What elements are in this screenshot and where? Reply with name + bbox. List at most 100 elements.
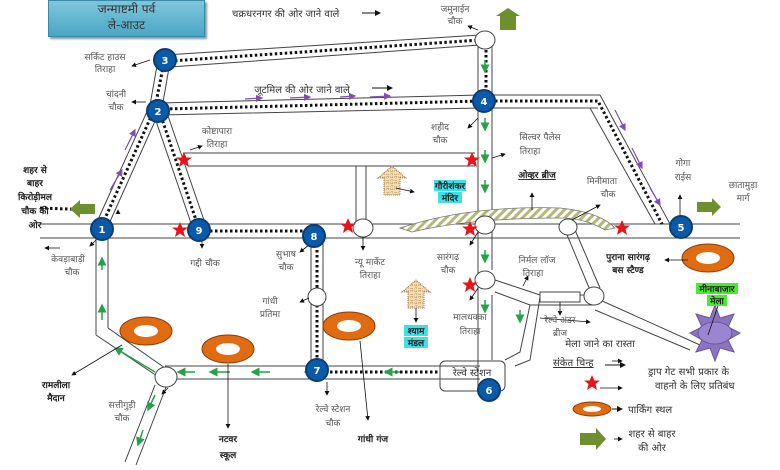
label-natwar: नटवर (218, 435, 238, 445)
legend-item-2: पार्किंग स्थल (628, 404, 672, 416)
legend-item-3-line-1: शहर से बाहर (628, 428, 676, 440)
label-silver-palace-2: तिराहा (520, 145, 541, 157)
label-minimata-2: चौक (601, 188, 617, 200)
temples (376, 165, 432, 309)
junction-number: 5 (678, 223, 685, 234)
railway-station-box (439, 360, 506, 392)
label-shahid: शहीद (431, 121, 449, 133)
label-city-out-west-2: बाहर (26, 179, 43, 189)
label-goga-2: राईस (675, 171, 692, 183)
drop-gate-star-icon (172, 222, 188, 237)
label-goga: गोगा (676, 157, 691, 169)
junction-node-5: 5 (669, 215, 693, 239)
label-maldhakka: मालधक्का (453, 313, 487, 323)
junction-number: 9 (196, 226, 203, 237)
drop-gate-star-icon (464, 152, 480, 167)
label-jamunain: जमुनाईन (441, 3, 471, 15)
label-nirmal: निर्मल लॉज (519, 254, 556, 266)
label-gandhiganj: गांधी गंज (357, 433, 388, 445)
label-maldhakka-2: तिराहा (460, 325, 481, 337)
label-rail-under-bridge-2: ब्रीज (553, 327, 567, 339)
label-gaurishankar-2: मंदिर (441, 192, 458, 204)
label-silver-palace: सिल्वर पैलेस (519, 131, 561, 143)
legend-star-icon (584, 375, 600, 390)
purple-flow-arrows (109, 92, 661, 207)
label-railway-station: रेल्वे स्टेशन (452, 367, 492, 379)
label-jamunain-2: चौक (448, 15, 464, 27)
maldhakka-roundabout (474, 270, 496, 290)
label-chandni-2: चौक (109, 101, 125, 113)
road-2-9 (154, 112, 207, 227)
label-chhatamuda: छातामुड़ा (729, 181, 758, 191)
label-sarangarh-2: चौक (441, 264, 457, 276)
road-koshtapara (183, 152, 475, 167)
label-koshtapara-2: तिराहा (207, 138, 228, 150)
shyam-mandal-icon (400, 279, 432, 309)
label-jutemill: जूटमिल की ओर जाने वाले (254, 84, 350, 96)
label-sattiguddi: सत्तीगुड़ी (109, 399, 137, 411)
legend-item-1-line-1: ड्राप गेट सभी प्रकार के (647, 366, 729, 378)
drop-gate-star-icon (462, 277, 478, 292)
legend-heading: संकेत चिन्ह (553, 357, 594, 369)
junction-number: 8 (311, 232, 318, 243)
road-4-east (490, 94, 600, 109)
gaurishankar-highlight-2 (438, 192, 462, 203)
junction-node-6: 6 (477, 378, 501, 402)
label-overbridge: ओव्हर ब्रीज (518, 169, 556, 181)
exit-arrow-west-icon (70, 200, 95, 218)
label-gandhi-pratima: गांधी (262, 295, 278, 307)
label-chakradharnagar: चक्रधरनगर की ओर जाने वाले (232, 8, 340, 20)
junction-number: 3 (162, 56, 169, 67)
label-city-out-west-5: ओर (29, 219, 42, 231)
label-koshtapara: कोष्टापारा (202, 125, 233, 137)
gandhi-roundabout (307, 287, 327, 307)
label-subhash-2: चौक (279, 261, 295, 273)
legend: संकेत चिन्ह ड्राप गेट सभी प्रकार के वाहन… (553, 357, 735, 454)
road-1-2 (95, 104, 161, 227)
label-meenabazar: मीनाबाजार (698, 283, 735, 295)
jamunain-roundabout (474, 30, 496, 50)
label-city-out-west-3: किरोड़ीमल (17, 191, 53, 203)
label-pointers (44, 25, 721, 442)
label-gandhi-pratima-2: प्रतिमा (260, 308, 281, 320)
label-chhatamuda-2: मार्ग (737, 192, 751, 204)
label-city-out-west: शहर से (23, 164, 48, 176)
label-subhash: सुभाष (276, 250, 297, 260)
label-railway-chowk-2: चौक (326, 417, 342, 429)
main-road (40, 223, 740, 239)
label-meenabazar-2: मेला (709, 295, 724, 307)
minimata-roundabout (558, 218, 578, 236)
map-title: जन्माष्टमी पर्व ले-आउट (48, 0, 205, 37)
newmarket-roundabout (352, 218, 374, 238)
label-purana-busstand: पुराना सारंगढ़ (605, 252, 651, 263)
label-mela-route: मेला जाने का रास्ता (565, 338, 635, 350)
road-to-goga (589, 94, 671, 225)
roads (40, 34, 740, 466)
junction-node-3: 3 (153, 48, 177, 72)
overbridge-shape (398, 207, 616, 233)
title-line-1: जन्माष्टमी पर्व (97, 2, 156, 16)
gaurishankar-temple-icon (376, 165, 408, 196)
shyam-highlight (404, 325, 428, 336)
label-gaurishankar: गौरीशंकर (434, 180, 465, 192)
junction-number: 4 (481, 97, 488, 108)
label-kevdabadi-2: चौक (65, 266, 81, 278)
label-city-out-west-4: चौक की (20, 205, 49, 217)
label-newmarket: न्यू मार्केट (355, 256, 385, 268)
label-circuit-house: सर्किट हाउस (85, 51, 127, 63)
junction-number: 1 (99, 225, 106, 236)
label-natwar-2: स्कूल (219, 451, 237, 461)
junction-node-2: 2 (146, 99, 170, 123)
meenabazar-highlight-2 (707, 295, 727, 306)
legend-exit-arrow-icon (580, 428, 606, 450)
label-railway-chowk: रेल्वे स्टेशन (315, 403, 351, 415)
junction-node-8: 8 (302, 224, 326, 248)
label-newmarket-2: तिराहा (360, 269, 381, 281)
parking-areas (119, 243, 735, 364)
shyam-highlight-2 (404, 337, 428, 348)
legend-item-3-line-2: की ओर (638, 442, 667, 454)
green-flow-arrows (97, 60, 525, 447)
road-chakradharnagar (164, 34, 481, 68)
exit-arrows (70, 8, 721, 218)
